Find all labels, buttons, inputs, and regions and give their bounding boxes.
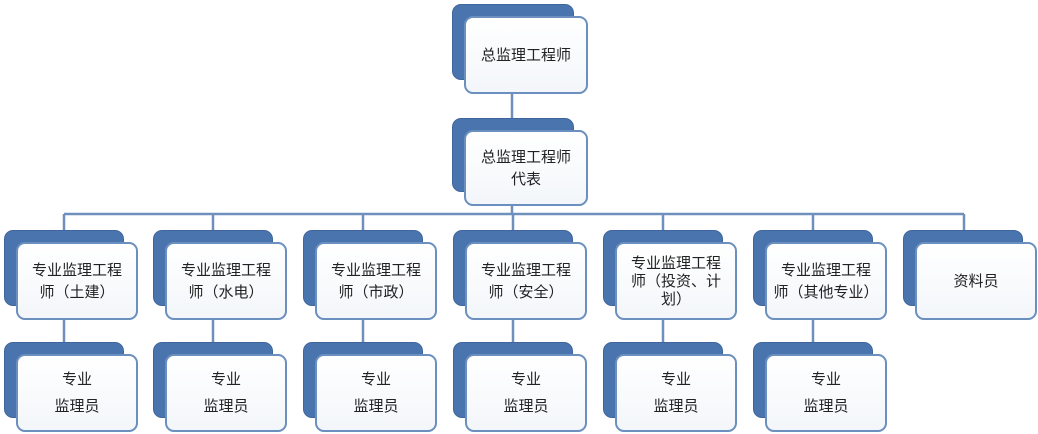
node-documentation-clerk: 资料员	[903, 230, 1037, 320]
node-label: 专业监理工程 师（市政）	[330, 261, 421, 301]
node-label: 资料员	[953, 272, 999, 290]
node-label: 专业 监理员	[54, 370, 100, 415]
node-label: 专业 监理员	[653, 370, 699, 415]
node-label: 专业 监理员	[203, 370, 249, 415]
node-inspector-civil: 专业 监理员	[4, 342, 138, 432]
node-inspector-other: 专业 监理员	[753, 342, 887, 432]
node-label: 专业监理工程 师（投资、计 划）	[630, 254, 721, 308]
node-label: 专业监理工程 师（其他专业）	[773, 261, 879, 301]
node-specialist-water-electric: 专业监理工程 师（水电）	[153, 230, 287, 320]
node-inspector-water-electric: 专业 监理员	[153, 342, 287, 432]
node-specialist-civil: 专业监理工程 师（土建）	[4, 230, 138, 320]
node-label: 专业 监理员	[503, 370, 549, 415]
node-label: 总监理工程师 代表	[480, 148, 571, 188]
node-inspector-safety: 专业 监理员	[453, 342, 587, 432]
node-label: 专业 监理员	[803, 370, 849, 415]
node-label: 总监理工程师	[480, 46, 571, 64]
node-label: 专业监理工程 师（水电）	[180, 261, 271, 301]
node-chief-engineer: 总监理工程师	[452, 4, 588, 94]
node-chief-engineer-deputy: 总监理工程师 代表	[452, 118, 588, 206]
node-label: 专业 监理员	[353, 370, 399, 415]
node-label: 专业监理工程 师（安全）	[480, 261, 571, 301]
node-specialist-other: 专业监理工程 师（其他专业）	[753, 230, 887, 320]
node-inspector-investment-plan: 专业 监理员	[603, 342, 737, 432]
node-specialist-safety: 专业监理工程 师（安全）	[453, 230, 587, 320]
node-inspector-municipal: 专业 监理员	[303, 342, 437, 432]
node-specialist-municipal: 专业监理工程 师（市政）	[303, 230, 437, 320]
node-specialist-investment-plan: 专业监理工程 师（投资、计 划）	[603, 230, 737, 320]
node-label: 专业监理工程 师（土建）	[31, 261, 122, 301]
